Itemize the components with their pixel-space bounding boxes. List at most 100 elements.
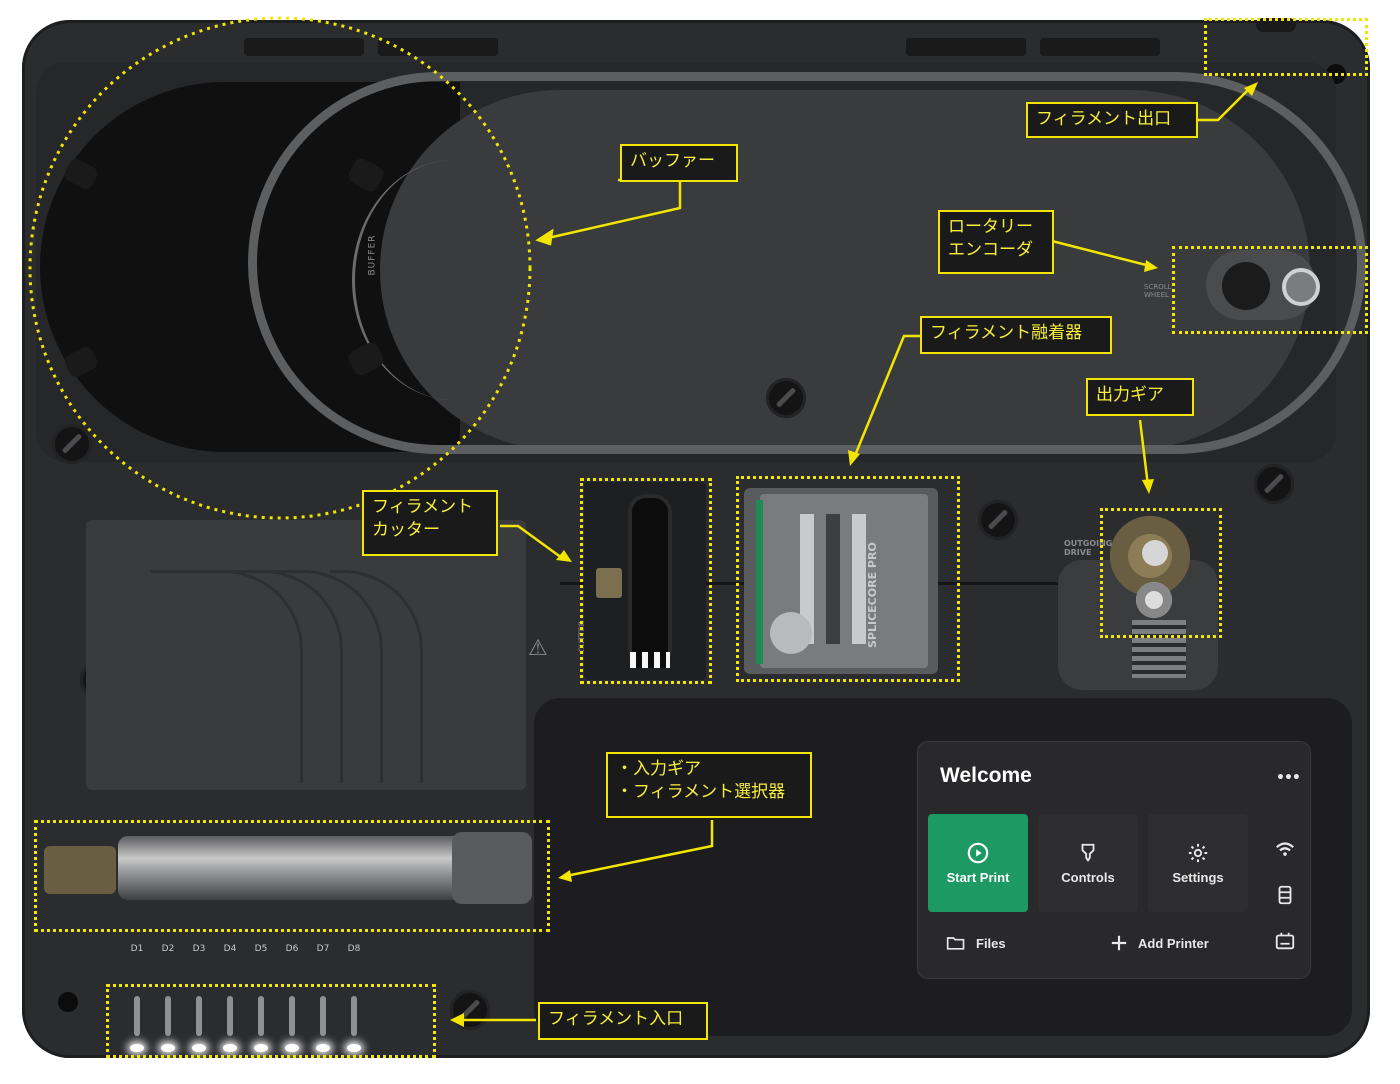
lane-label: D8 xyxy=(347,944,361,954)
exit-arrow xyxy=(1198,85,1253,122)
splicer-slot xyxy=(800,514,814,644)
lane-label: D2 xyxy=(161,944,175,954)
screw xyxy=(766,378,806,418)
screw xyxy=(1254,464,1294,504)
cutter-blade xyxy=(596,568,622,598)
input-callout-line1: ・入力ギア xyxy=(616,759,701,779)
splicer-slot xyxy=(852,514,866,644)
encoder-callout-line2: エンコーダ xyxy=(948,239,1033,260)
lane-clip xyxy=(134,996,140,1036)
lane-led xyxy=(223,1044,237,1052)
filament-input-arrowhead xyxy=(450,1013,464,1027)
encoder-highlight xyxy=(1172,246,1368,334)
lane-led xyxy=(254,1044,268,1052)
splicer-arrowhead xyxy=(848,450,860,466)
buffer-dial xyxy=(352,160,555,400)
input-gear-callout: ・入力ギア ・フィラメント選択器 xyxy=(606,752,812,818)
encoder-ring xyxy=(1282,268,1320,306)
filament-input-highlight xyxy=(106,984,436,1058)
encoder-arrowhead xyxy=(1144,260,1158,272)
filament-input-callout: フィラメント入口 xyxy=(538,1002,708,1040)
lane-clip xyxy=(351,996,357,1036)
output-gear-callout: 出力ギア xyxy=(1086,378,1194,416)
buffer-callout: バッファー xyxy=(620,144,738,182)
output-gear-hub xyxy=(1142,540,1168,566)
output-gear-arrow xyxy=(1138,419,1150,487)
settings-button[interactable]: Settings xyxy=(1148,814,1248,912)
start-print-button[interactable]: Start Print xyxy=(928,814,1028,912)
output-roller xyxy=(1136,582,1172,618)
ellipsis-icon[interactable]: ••• xyxy=(1276,770,1301,786)
cutter-callout-line2: カッター xyxy=(372,519,440,540)
encoder-knob xyxy=(1222,262,1270,310)
filament-exit-highlight xyxy=(1204,18,1368,76)
storage-icon[interactable] xyxy=(1274,884,1296,906)
battery-icon[interactable] xyxy=(1274,930,1296,952)
filament-track xyxy=(248,72,1366,454)
lane-label: D1 xyxy=(130,944,144,954)
top-vent xyxy=(378,38,498,56)
splicer-indicator xyxy=(756,500,763,664)
play-circle-icon xyxy=(967,842,989,864)
lane-label: D7 xyxy=(316,944,330,954)
lane-led xyxy=(347,1044,361,1052)
filament-exit-port xyxy=(1256,18,1296,32)
buffer-arrowhead xyxy=(535,228,554,246)
splicer-knob xyxy=(770,612,812,654)
screw xyxy=(52,424,92,464)
extruder-icon xyxy=(1081,843,1095,862)
top-vent xyxy=(244,38,364,56)
encoder-arrow xyxy=(1047,238,1151,268)
screw xyxy=(978,500,1018,540)
lane-led xyxy=(285,1044,299,1052)
input-roller xyxy=(118,836,468,900)
files-label: Files xyxy=(976,935,1006,951)
input-arrowhead xyxy=(558,870,572,882)
mount-hole xyxy=(58,992,78,1012)
lane-led xyxy=(130,1044,144,1052)
warning-icon: ⚠ xyxy=(528,636,548,661)
controls-label: Controls xyxy=(1061,870,1115,885)
scroll-wheel-text: SCROLL WHEEL xyxy=(1144,283,1172,299)
cutter-arrowhead xyxy=(556,550,572,562)
plus-icon xyxy=(1111,935,1127,951)
input-arrow xyxy=(565,820,714,878)
output-gear-highlight xyxy=(1100,508,1222,638)
settings-label: Settings xyxy=(1172,870,1224,885)
input-callout-line2: ・フィラメント選択器 xyxy=(616,781,786,802)
gear-icon xyxy=(1188,843,1208,863)
folder-icon xyxy=(946,937,965,950)
splicer-highlight xyxy=(736,476,960,682)
lane-clip xyxy=(258,996,264,1036)
add-printer-button[interactable]: Add Printer xyxy=(1110,934,1209,952)
splicer-arrow xyxy=(852,334,920,459)
cutter-highlight xyxy=(580,478,712,684)
tension-spring xyxy=(1132,620,1186,678)
wifi-icon[interactable] xyxy=(1274,838,1296,860)
input-gear-left xyxy=(44,846,116,894)
outgoing-drive-text: OUTGOING DRIVE xyxy=(1064,539,1113,557)
page-title: Welcome xyxy=(940,764,1032,787)
lane-led xyxy=(161,1044,175,1052)
input-gear-highlight xyxy=(34,820,550,932)
add-printer-label: Add Printer xyxy=(1138,935,1209,951)
lane-clip xyxy=(227,996,233,1036)
lane-led xyxy=(316,1044,330,1052)
cutter-callout: フィラメント カッター xyxy=(362,490,498,556)
cutter-arrow xyxy=(500,524,563,560)
lane-label: D4 xyxy=(223,944,237,954)
splicer-callout: フィラメント融着器 xyxy=(920,316,1112,354)
lane-clip xyxy=(289,996,295,1036)
input-gear-right xyxy=(452,832,532,904)
lane-label: D5 xyxy=(254,944,268,954)
files-button[interactable]: Files xyxy=(946,934,1006,952)
buffer-arrow xyxy=(547,178,682,240)
output-gear-arrowhead xyxy=(1142,479,1154,494)
lane-clip xyxy=(320,996,326,1036)
controls-button[interactable]: Controls xyxy=(1038,814,1138,912)
lane-led xyxy=(192,1044,206,1052)
cutter-wheel xyxy=(628,494,672,668)
encoder-callout-line1: ロータリー xyxy=(948,217,1033,237)
lane-clip xyxy=(165,996,171,1036)
